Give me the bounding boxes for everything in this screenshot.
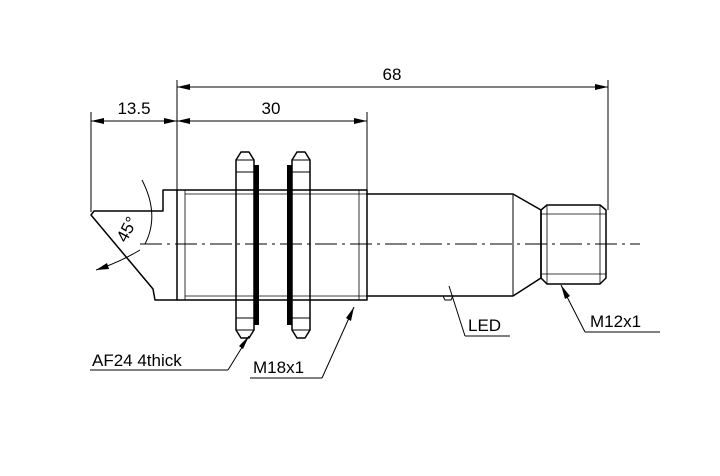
threaded-body [176,189,368,301]
callout-label-main-thread: M18x1 [253,358,304,377]
callout-label-led: LED [468,316,501,335]
callout-main-thread: M18x1 [250,306,355,379]
hex-nut-left [235,151,259,339]
callout-led: LED [448,285,510,337]
hex-nut-right [287,151,311,339]
dimension-head-offset: 13.5 [91,99,177,124]
sensing-head: 45° [90,179,178,301]
dimension-label-30: 30 [262,99,281,118]
extension-lines [90,80,609,212]
dimension-label-68: 68 [383,65,402,84]
callout-label-connector-thread: M12x1 [590,312,641,331]
callout-label-nut: AF24 4thick [92,351,182,370]
dimension-label-13-5: 13.5 [117,99,150,118]
dimension-thread-length: 30 [177,99,367,124]
callout-connector-thread: M12x1 [560,284,660,333]
angle-label-45: 45° [113,214,142,246]
rear-housing [366,193,542,301]
callout-nut: AF24 4thick [90,335,250,371]
dimension-overall-length: 68 [177,65,608,90]
connector [540,204,607,285]
